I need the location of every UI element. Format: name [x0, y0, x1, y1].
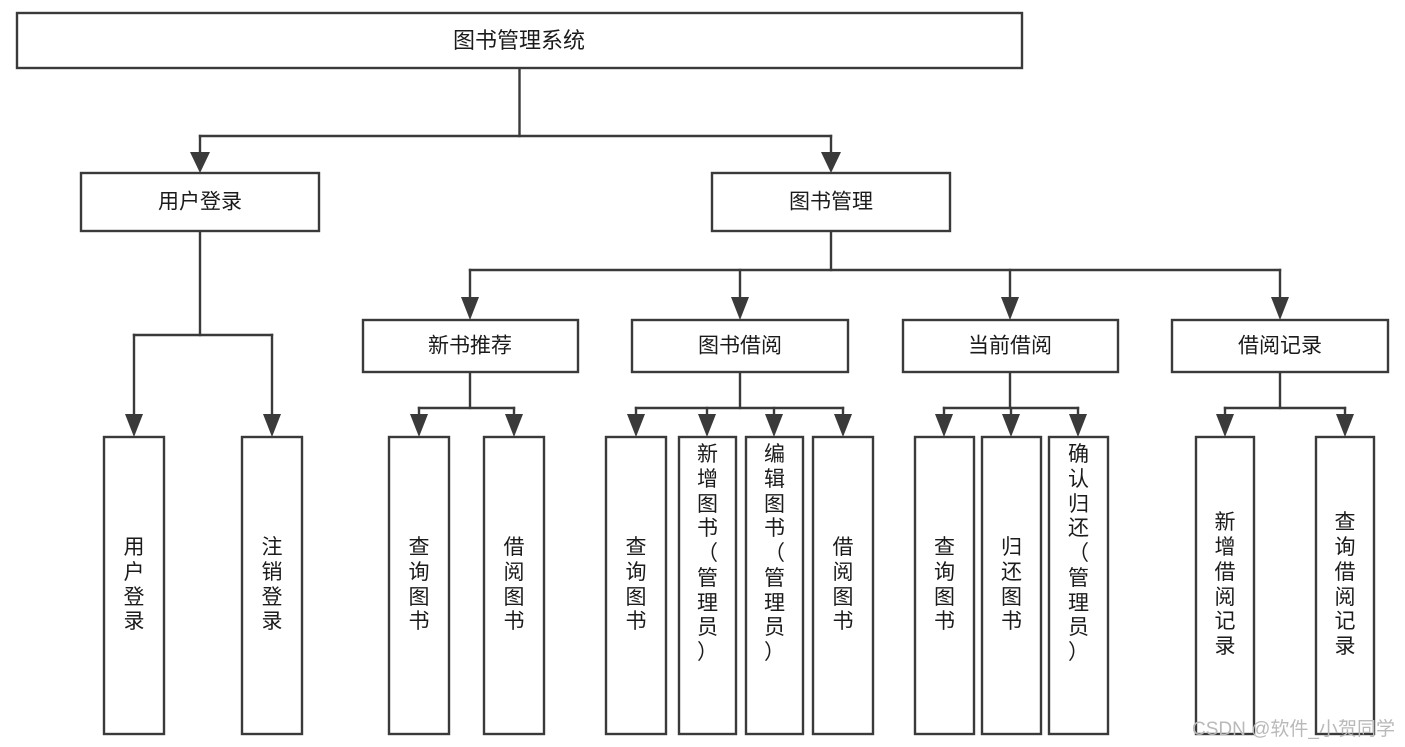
node-label-book-management: 图书管理	[789, 191, 873, 214]
arrowhead-book-mgmt	[821, 152, 841, 173]
arrowhead-bb-leaf-4	[834, 414, 852, 437]
connector-group-book-mgmt	[461, 229, 1289, 320]
node-book-borrow[interactable]: 图书借阅	[630, 318, 850, 374]
node-label-user-login: 用户登录	[158, 191, 242, 214]
arrowhead-leaf-logout	[263, 414, 281, 437]
node-new-book-recommend[interactable]: 新书推荐	[361, 318, 580, 374]
connector-group-current-borrow	[935, 370, 1087, 437]
node-box-leaf-bb-add-book[interactable]	[677, 435, 738, 736]
arrowhead-bb-leaf-3	[765, 414, 783, 437]
node-box-book-management[interactable]	[710, 171, 952, 233]
node-current-borrow[interactable]: 当前借阅	[901, 318, 1120, 374]
arrowhead-book-borrow	[731, 297, 749, 320]
node-root-system[interactable]: 图书管理系统	[15, 11, 1024, 70]
arrowhead-br-leaf-1	[1216, 414, 1234, 437]
node-box-leaf-cb-query-book[interactable]	[913, 435, 976, 736]
connector-group-borrow-record	[1216, 370, 1354, 437]
node-user-login[interactable]: 用户登录	[79, 171, 321, 233]
node-box-leaf-nbr-borrow-book[interactable]	[482, 435, 546, 736]
arrowhead-new-book-rec	[461, 297, 479, 320]
node-box-leaf-nbr-query-book[interactable]	[387, 435, 451, 736]
node-label-root: 图书管理系统	[453, 28, 585, 53]
arrowhead-cb-leaf-2	[1002, 414, 1020, 437]
node-box-book-borrow[interactable]	[630, 318, 850, 374]
node-box-leaf-br-add-record[interactable]	[1194, 435, 1256, 736]
arrowhead-bb-leaf-2	[698, 414, 716, 437]
arrowhead-user-login	[190, 152, 210, 173]
node-box-current-borrow[interactable]	[901, 318, 1120, 374]
connector-group-user-login	[125, 229, 281, 437]
arrowhead-nbr-leaf-2	[505, 414, 523, 437]
connector-group-book-borrow	[627, 370, 852, 437]
node-box-leaf-bb-borrow-book[interactable]	[811, 435, 875, 736]
node-box-leaf-br-query-record[interactable]	[1314, 435, 1376, 736]
connector-group-new-book-rec	[410, 370, 523, 437]
arrowhead-nbr-leaf-1	[410, 414, 428, 437]
arrowhead-cb-leaf-3	[1069, 414, 1087, 437]
node-box-leaf-bb-edit-book[interactable]	[744, 435, 805, 736]
arrowhead-bb-leaf-1	[627, 414, 645, 437]
node-book-management[interactable]: 图书管理	[710, 171, 952, 233]
node-box-leaf-cb-return-book[interactable]	[980, 435, 1043, 736]
node-box-leaf-bb-query-book[interactable]	[604, 435, 668, 736]
node-box-leaf-cb-confirm-return[interactable]	[1047, 435, 1110, 736]
arrowhead-current-borrow	[1001, 297, 1019, 320]
node-box-root[interactable]	[15, 11, 1024, 70]
node-box-borrow-record[interactable]	[1170, 318, 1390, 374]
node-borrow-record[interactable]: 借阅记录	[1170, 318, 1390, 374]
node-box-new-book-recommend[interactable]	[361, 318, 580, 374]
arrowhead-borrow-record	[1271, 297, 1289, 320]
arrowhead-br-leaf-2	[1336, 414, 1354, 437]
node-label-borrow-record: 借阅记录	[1238, 335, 1322, 358]
node-box-user-login[interactable]	[79, 171, 321, 233]
arrowhead-cb-leaf-1	[935, 414, 953, 437]
connector-group-root	[190, 66, 841, 173]
node-box-leaf-user-login[interactable]	[102, 435, 166, 736]
node-label-current-borrow: 当前借阅	[968, 335, 1052, 358]
node-label-book-borrow: 图书借阅	[698, 335, 782, 358]
arrowhead-leaf-user-login	[125, 414, 143, 437]
node-box-leaf-logout[interactable]	[240, 435, 304, 736]
node-label-new-book-recommend: 新书推荐	[428, 335, 512, 358]
